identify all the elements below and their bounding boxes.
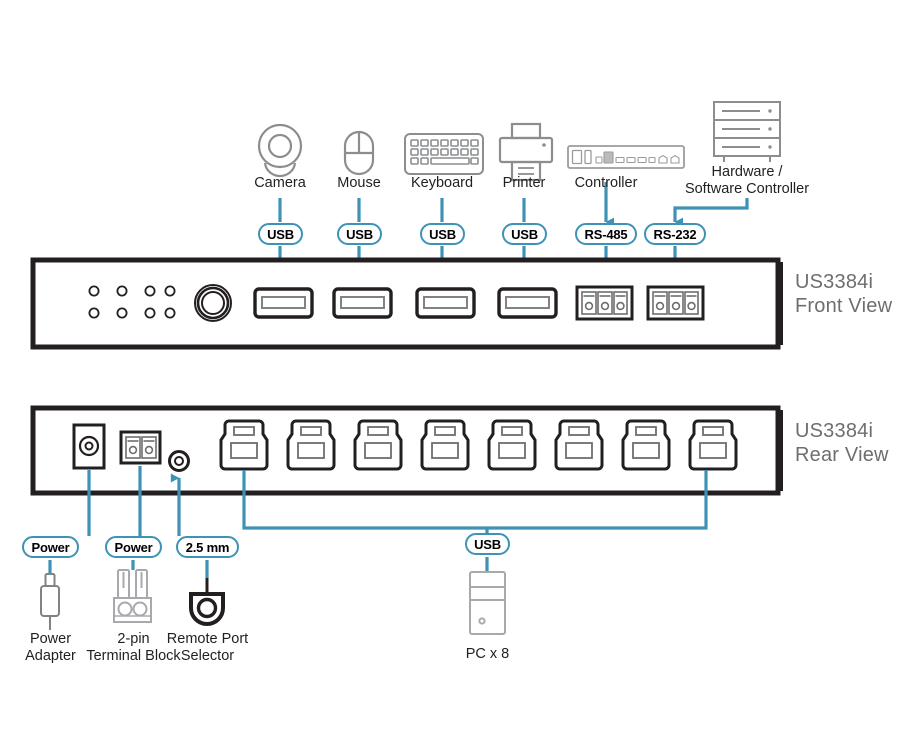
usb-b-port [688, 419, 738, 471]
remote-port-selector-icon [189, 578, 225, 627]
hw-sw-controller-label: Hardware / Software Controller [667, 164, 827, 197]
front-panel-leds [88, 285, 176, 319]
port-tag-remote-selector[interactable]: 2.5 mm [176, 536, 239, 558]
pc-label: PC x 8 [437, 646, 538, 663]
remote-port-selector-label-line1: Remote Port [166, 631, 249, 647]
port-tag-power-terminal[interactable]: Power [105, 536, 162, 558]
usb-b-port [420, 419, 470, 471]
controller-label: Controller [574, 175, 638, 191]
usb-a-port [332, 287, 393, 319]
terminal-port-rs232 [646, 285, 705, 321]
terminal-block-icon [113, 569, 152, 623]
rear-view-label-line2: Rear View [795, 444, 889, 466]
port-tag-rs232[interactable]: RS-232 [644, 223, 706, 245]
rear-panel-links [87, 466, 708, 536]
front-view-label-line1: US3384i [795, 271, 874, 293]
front-usb-a-ports [253, 287, 558, 319]
rear-view-divider [778, 410, 783, 491]
usb-b-port [554, 419, 604, 471]
port-tag-rs485[interactable]: RS-485 [575, 223, 637, 245]
keyboard-label: Keyboard [410, 175, 474, 191]
port-tag-usb-pc[interactable]: USB [465, 533, 510, 555]
power-adapter-icon [40, 573, 60, 630]
port-tag-usb-4[interactable]: USB [502, 223, 547, 245]
power-adapter-label: Power Adapter [0, 631, 101, 665]
terminal-port-rs485 [575, 285, 634, 321]
front-view-label-line2: Front View [795, 295, 893, 317]
rear-view-label: US3384i Rear View [795, 419, 889, 467]
port-tag-usb-2[interactable]: USB [337, 223, 382, 245]
camera-label: Camera [254, 175, 306, 191]
usb-b-port [353, 419, 403, 471]
remote-port-selector-label-line2: Selector [180, 648, 235, 664]
rear-usb-b-ports [219, 419, 738, 471]
front-source-links [278, 182, 749, 227]
front-terminal-ports [575, 285, 705, 321]
port-tag-usb-3[interactable]: USB [420, 223, 465, 245]
usb-b-port [286, 419, 336, 471]
usb-a-port [415, 287, 476, 319]
pc-label-line1: PC x 8 [465, 646, 510, 662]
usb-b-port [621, 419, 671, 471]
camera-icon [257, 123, 303, 178]
front-view-divider [778, 262, 783, 345]
server-rack-icon [713, 101, 781, 162]
terminal-block-label-line2: Terminal Block [86, 648, 181, 664]
keyboard-icon [404, 133, 484, 175]
hw-sw-controller-label-line2: Software Controller [684, 180, 810, 197]
link-usb-b-bracket [242, 470, 708, 530]
port-tag-usb-1[interactable]: USB [258, 223, 303, 245]
link-hwsw-rs232 [673, 198, 749, 227]
usb-b-port [219, 419, 269, 471]
dc-power-jack [72, 423, 106, 470]
mouse-label: Mouse [337, 175, 381, 191]
controller-icon [567, 145, 685, 169]
usb-a-port [497, 287, 558, 319]
power-adapter-label-line1: Power [29, 631, 72, 647]
usb-b-port [487, 419, 537, 471]
hw-sw-controller-label-line1: Hardware / [711, 164, 783, 180]
port-selection-button[interactable] [194, 284, 232, 322]
rear-tag-links [48, 557, 489, 578]
printer-icon [498, 122, 554, 182]
power-adapter-label-line2: Adapter [25, 648, 76, 664]
terminal-block-label-line1: 2-pin [117, 631, 150, 647]
rear-view-label-line1: US3384i [795, 420, 874, 442]
front-view-label: US3384i Front View [795, 270, 892, 318]
2-pin-terminal-block-port [119, 430, 162, 465]
port-tag-power-adapter[interactable]: Power [22, 536, 79, 558]
remote-port-selector-label: Remote Port Selector [152, 631, 263, 665]
mouse-icon [343, 130, 375, 176]
terminal-block-label: 2-pin Terminal Block [68, 631, 199, 665]
printer-label: Printer [502, 175, 546, 191]
2.5mm-jack [168, 450, 190, 472]
pc-tower-icon [469, 571, 506, 635]
usb-a-port [253, 287, 314, 319]
